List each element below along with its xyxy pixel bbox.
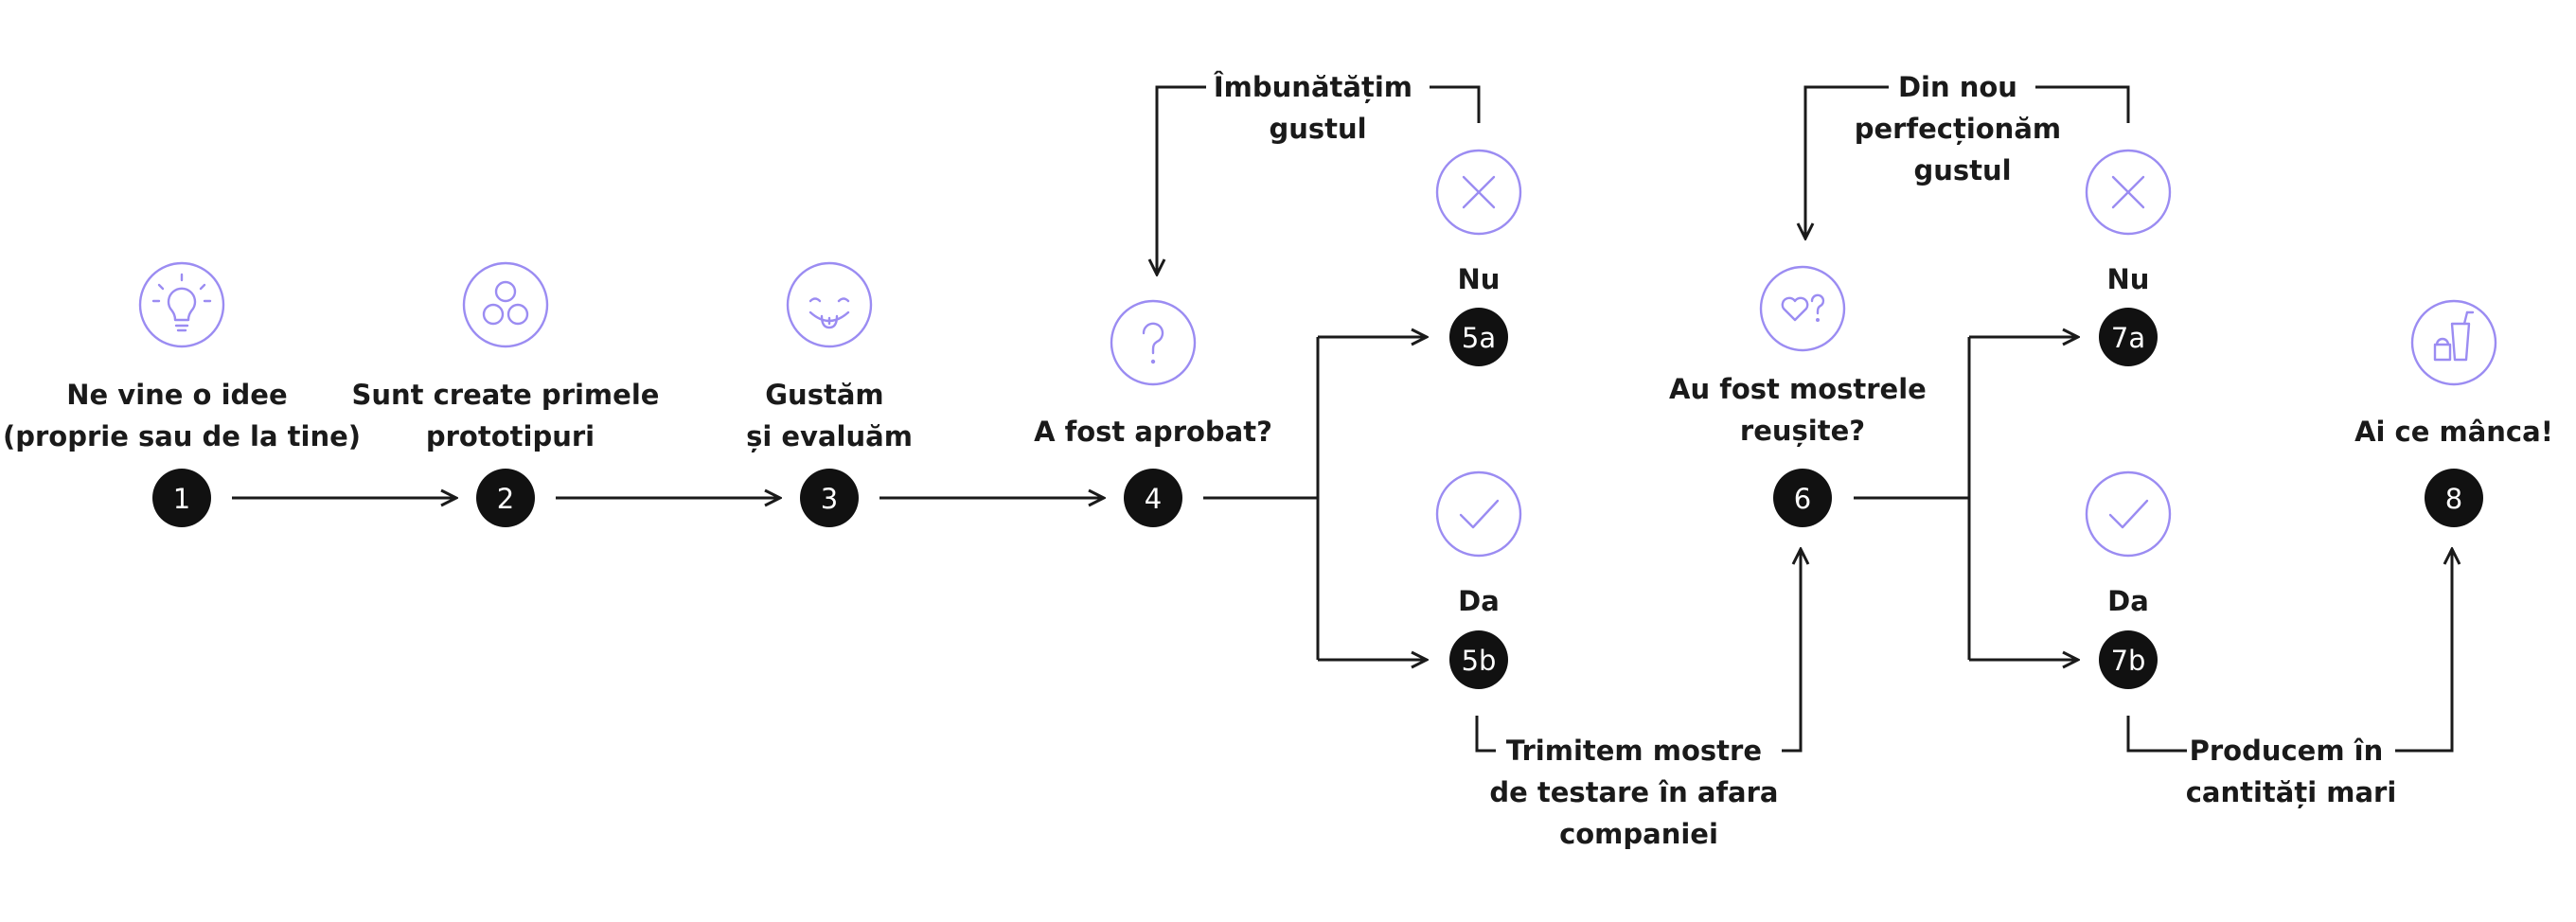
cross-icon — [1435, 149, 1522, 236]
step-3: Gustăm și evaluăm 3 — [746, 261, 913, 527]
step-5a-number: 5a — [1462, 322, 1496, 354]
step-3-label: Gustăm și evaluăm — [746, 379, 913, 452]
step-4-label: A fost aprobat? — [1034, 416, 1272, 448]
send-samples-label: Trimitem mostre de testare în afara comp… — [1489, 735, 1787, 850]
step-5a: Nu 5a — [1435, 149, 1522, 366]
produce-label: Producem în cantități mari — [2186, 735, 2397, 808]
step-6-badge — [1773, 469, 1832, 527]
loop-improve-label: Îmbunătățim gustul — [1214, 71, 1422, 145]
step-4-number: 4 — [1145, 483, 1162, 515]
step-2-label: Sunt create primele prototipuri — [351, 379, 668, 452]
line-5b-samples-left — [1475, 716, 1496, 753]
step-3-badge — [800, 469, 859, 527]
loop-improve-left — [1157, 85, 1206, 275]
step-3-label-line-1: Gustăm — [765, 379, 883, 411]
step-3-number: 3 — [821, 483, 838, 515]
loop-improve-line-1: Îmbunătățim — [1214, 71, 1412, 103]
send-samples-line-2: de testare în afara — [1489, 776, 1778, 808]
connectors — [232, 85, 2452, 753]
step-7b-number: 7b — [2111, 645, 2146, 677]
step-8-label-line-1: Ai ce mânca! — [2354, 416, 2553, 448]
step-5b-label-line-1: Da — [1458, 585, 1500, 617]
step-8: Ai ce mânca! 8 — [2354, 299, 2553, 527]
step-1-badge — [152, 469, 211, 527]
step-6-number: 6 — [1794, 483, 1811, 515]
produce-line-1: Producem în — [2190, 735, 2384, 767]
produce-line-2: cantități mari — [2186, 776, 2397, 808]
step-5b-number: 5b — [1462, 645, 1497, 677]
step-2-badge — [476, 469, 535, 527]
step-5b-label: Da — [1458, 585, 1500, 617]
step-3-label-line-2: și evaluăm — [746, 420, 913, 452]
heart-question-icon — [1759, 265, 1846, 352]
step-7a: Nu 7a — [2085, 149, 2172, 366]
step-8-label: Ai ce mânca! — [2354, 416, 2553, 448]
step-4-badge — [1124, 469, 1182, 527]
cross-icon — [2085, 149, 2172, 236]
step-7b-label-line-1: Da — [2107, 585, 2149, 617]
step-5b: Da 5b — [1435, 470, 1522, 689]
step-7b: Da 7b — [2085, 470, 2172, 689]
check-icon — [1435, 470, 1522, 558]
step-2-label-line-2: prototipuri — [426, 420, 595, 452]
step-5a-badge — [1449, 308, 1508, 366]
check-icon — [2085, 470, 2172, 558]
loop-perfect-line-3: gustul — [1913, 154, 2011, 186]
step-1-label-line-1: Ne vine o idee — [66, 379, 287, 411]
step-2-number: 2 — [497, 483, 514, 515]
send-samples-line-3: companiei — [1559, 818, 1718, 850]
step-1-label-line-2: (proprie sau de la tine) — [3, 420, 361, 452]
step-6-label-line-1: Au fost mostrele — [1669, 373, 1927, 405]
loop-improve-right — [1430, 85, 1481, 123]
line-7b-produce-left — [2126, 716, 2187, 753]
loop-perfect-label: Din nou perfecționăm gustul — [1855, 71, 2070, 186]
question-icon — [1110, 299, 1197, 386]
step-6-label-line-2: reușite? — [1740, 415, 1865, 447]
step-8-number: 8 — [2445, 483, 2462, 515]
tasting-face-icon — [786, 261, 873, 348]
step-4: A fost aprobat? 4 — [1034, 299, 1272, 527]
step-5a-label: Nu — [1458, 263, 1501, 295]
loop-perfect-line-2: perfecționăm — [1855, 113, 2061, 145]
lightbulb-icon — [138, 261, 225, 348]
step-6-label: Au fost mostrele reușite? — [1669, 373, 1936, 447]
loop-perfect-right — [2035, 85, 2130, 123]
step-7a-label-line-1: Nu — [2107, 263, 2150, 295]
step-1-label: Ne vine o idee (proprie sau de la tine) — [3, 379, 361, 452]
loop-perfect-line-1: Din nou — [1898, 71, 2017, 103]
step-7a-number: 7a — [2111, 322, 2145, 354]
circles-icon — [462, 261, 549, 348]
loop-improve-line-2: gustul — [1269, 113, 1366, 145]
step-5b-badge — [1449, 630, 1508, 689]
arrow-samples-to-6 — [1782, 549, 1801, 753]
step-7b-badge — [2099, 630, 2158, 689]
loop-perfect-left — [1805, 85, 1889, 239]
step-7b-label: Da — [2107, 585, 2149, 617]
step-6: Au fost mostrele reușite? 6 — [1669, 265, 1936, 527]
step-2-label-line-1: Sunt create primele — [351, 379, 659, 411]
arrow-produce-to-8 — [2395, 549, 2452, 753]
send-samples-line-1: Trimitem mostre — [1506, 735, 1762, 767]
step-8-badge — [2425, 469, 2483, 527]
step-4-label-line-1: A fost aprobat? — [1034, 416, 1272, 448]
step-1-number: 1 — [173, 483, 190, 515]
food-drink-icon — [2410, 299, 2497, 386]
step-7a-badge — [2099, 308, 2158, 366]
step-7a-label: Nu — [2107, 263, 2150, 295]
step-1: Ne vine o idee (proprie sau de la tine) … — [3, 261, 361, 527]
step-5a-label-line-1: Nu — [1458, 263, 1501, 295]
step-2: Sunt create primele prototipuri 2 — [351, 261, 668, 527]
